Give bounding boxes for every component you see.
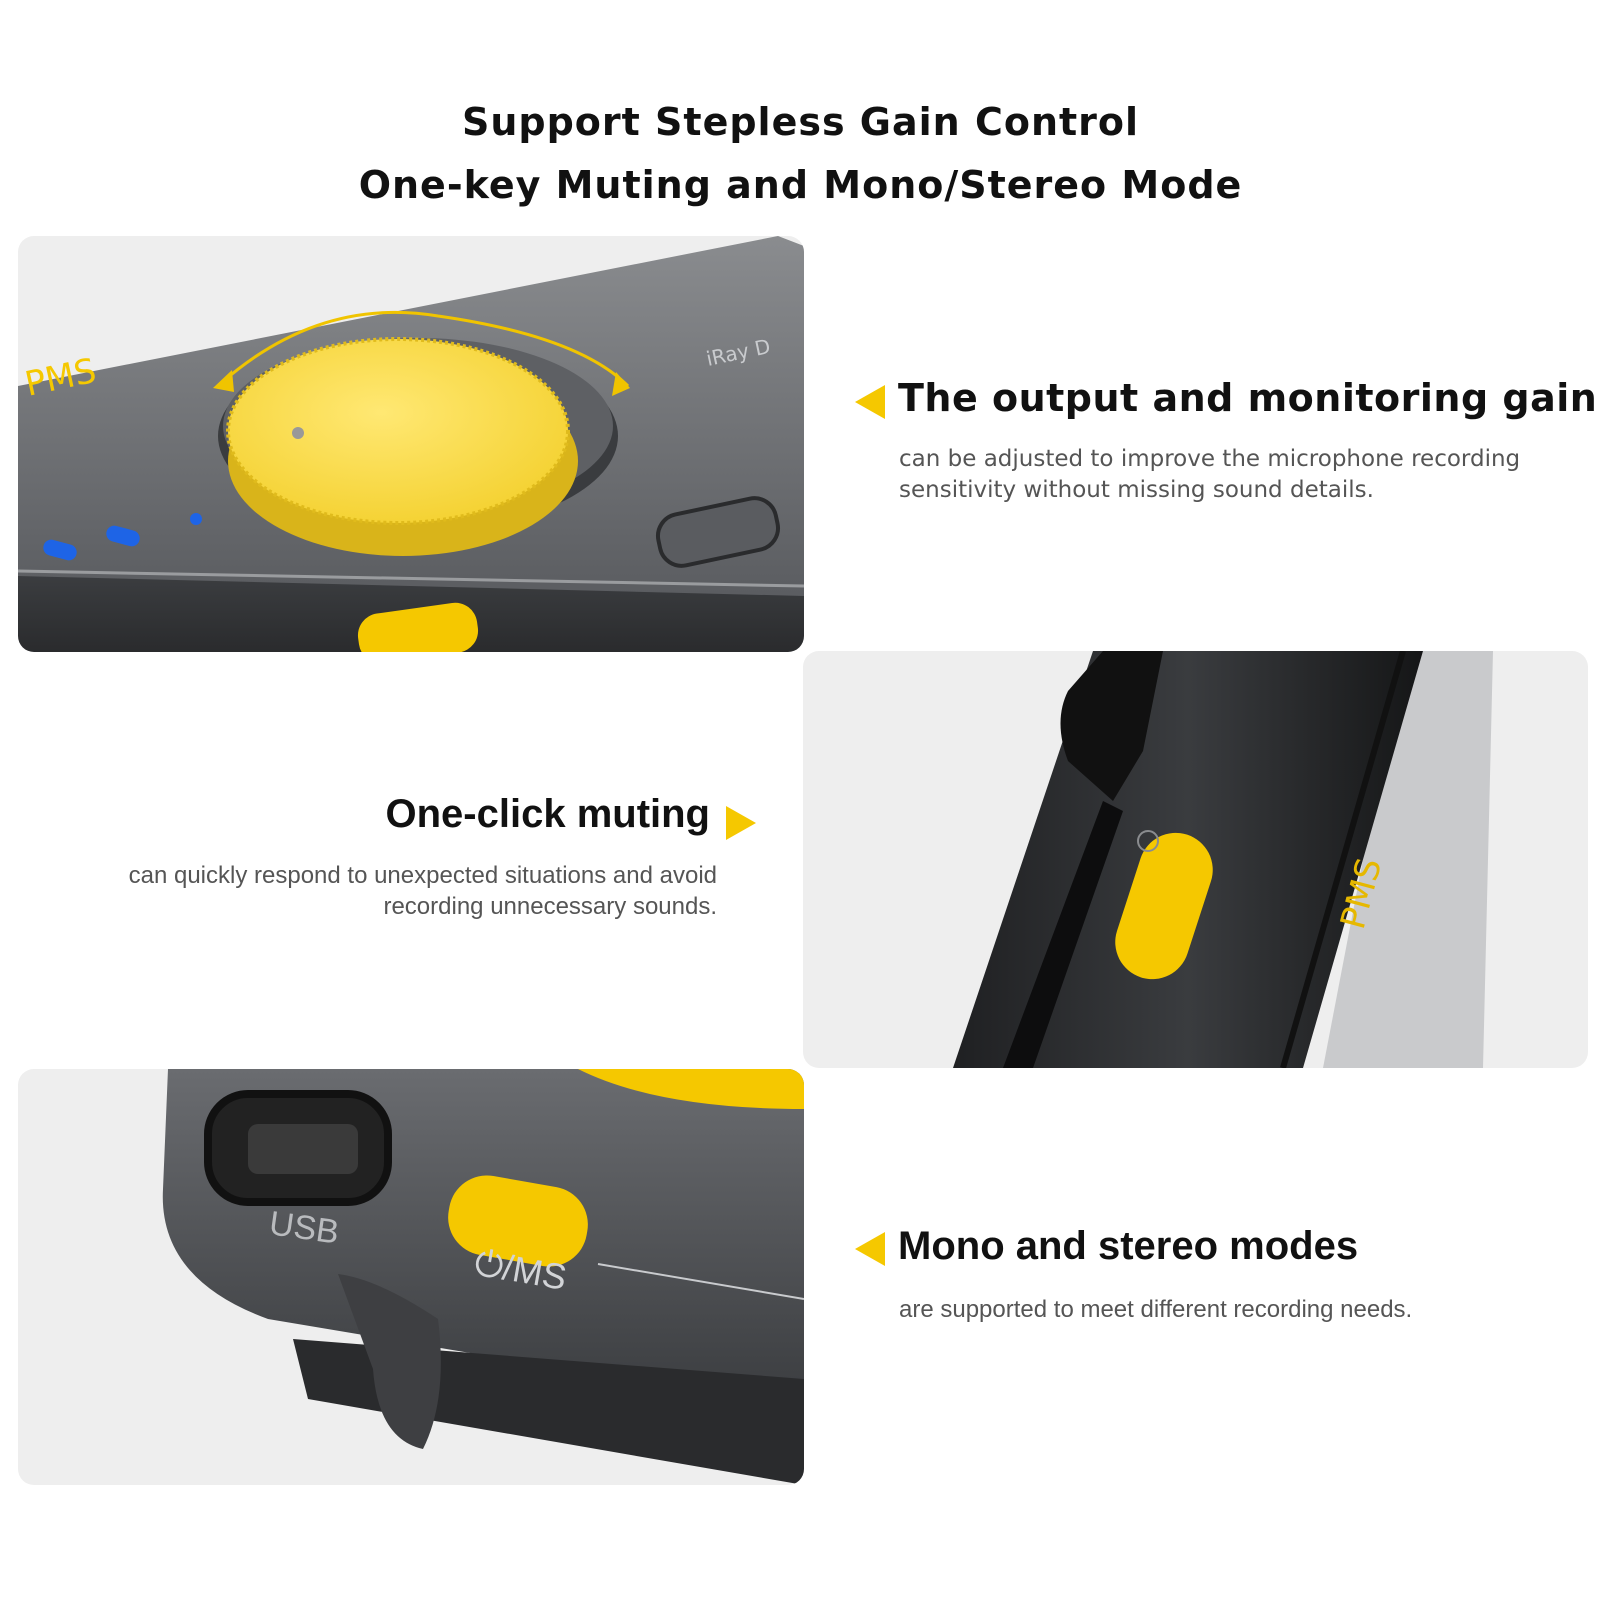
feature-description-gain: can be adjusted to improve the microphon…: [899, 446, 1521, 503]
right-pointer-icon: [726, 806, 756, 840]
left-pointer-icon: [855, 385, 885, 419]
gain-dial-photo: PMS iRay D: [18, 236, 804, 652]
feature-description-modes: are supported to meet different recordin…: [899, 1296, 1413, 1323]
mode-button-photo: USB ⏻/MS: [18, 1069, 804, 1485]
feature-description-muting: can quickly respond to unexpected situat…: [128, 862, 717, 920]
feature-heading-gain: The output and monitoring gain: [898, 376, 1598, 420]
mute-button-photo: PMS: [803, 651, 1588, 1068]
feature-heading-muting: One-click muting: [385, 792, 711, 836]
left-pointer-icon: [855, 1232, 885, 1266]
feature-heading-modes: Mono and stereo modes: [898, 1224, 1359, 1268]
page-title-line-2: One-key Muting and Mono/Stereo Mode: [358, 163, 1243, 207]
page-title-line-1: Support Stepless Gain Control: [461, 100, 1140, 144]
